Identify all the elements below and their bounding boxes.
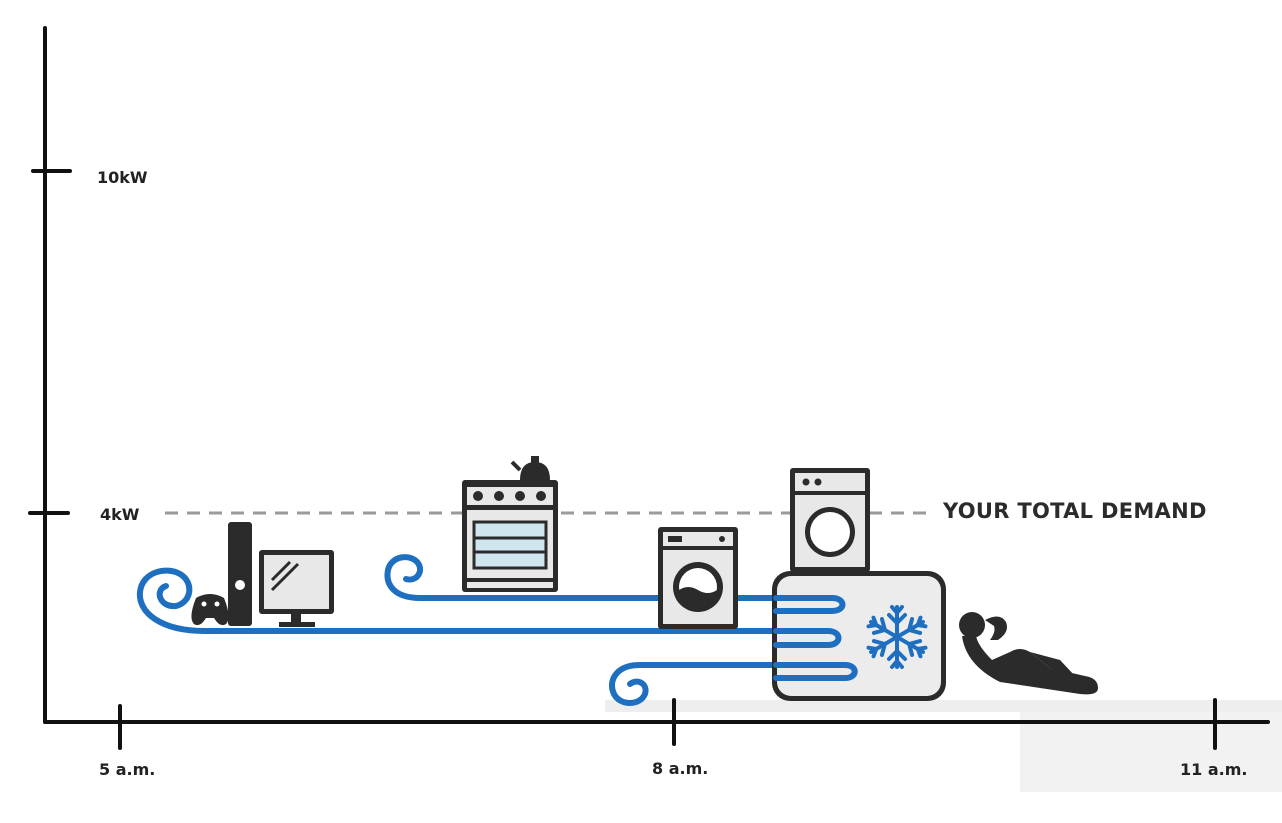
x-tick-label-5am: 5 a.m. [99,760,156,779]
heat-pump-loops [773,595,858,681]
x-tick-label-8am: 8 a.m. [652,759,709,778]
kettle-icon [510,456,550,480]
flow-line-oven [384,554,833,601]
demand-label: YOUR TOTAL DEMAND [943,499,1207,523]
computer-monitor-icon [259,550,334,627]
ground-shadow [605,700,1282,712]
energy-flow-lines [136,554,848,706]
oven-stove-icon [462,480,558,592]
y-tick-label-4kw: 4kW [100,505,140,524]
x-tick-label-11am: 11 a.m. [1180,760,1248,779]
heat-pump-icon [772,571,946,701]
reclining-person-icon [959,612,1098,695]
snowflake-icon [865,605,929,669]
ground-shadow-right [1020,712,1282,792]
flow-line-lower [609,662,848,706]
axes [28,26,1270,750]
washing-machine-icon [658,527,738,629]
flow-line-console [136,567,833,634]
tumble-dryer-icon [790,468,870,572]
y-tick-label-10kw: 10kW [97,168,148,187]
game-console-icon [191,522,252,626]
